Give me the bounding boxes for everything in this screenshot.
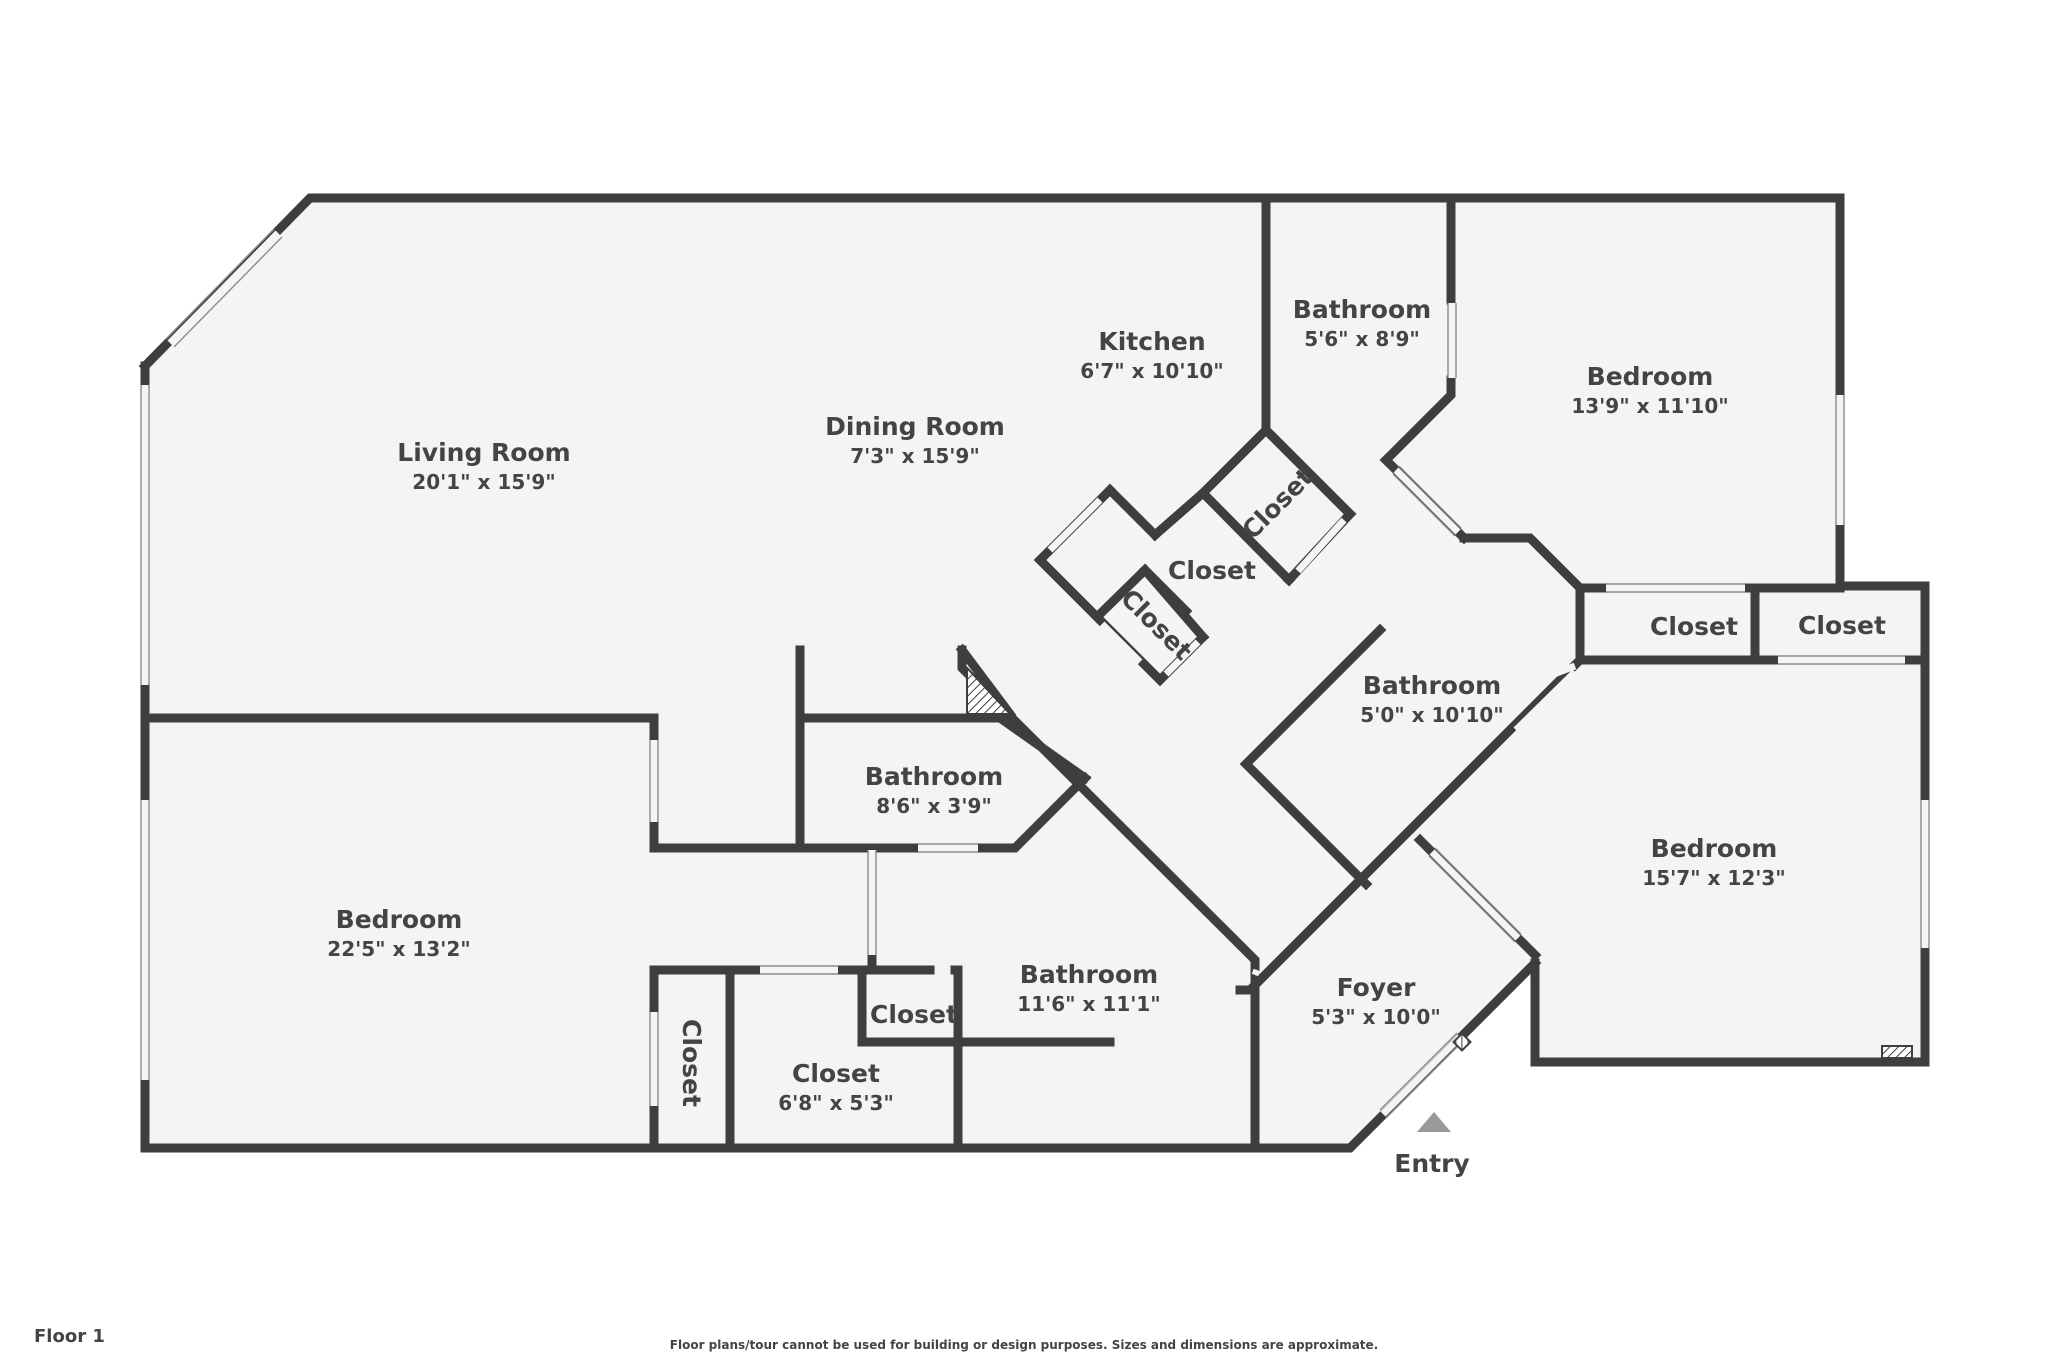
bedroom-left-dims: 22'5" x 13'2" (327, 937, 470, 961)
bathroom-top-name: Bathroom (1293, 295, 1431, 324)
bathroom-center-dims: 5'0" x 10'10" (1360, 703, 1503, 727)
closet-diag-middle: Closet (1168, 556, 1256, 585)
closet-small: Closet (870, 1000, 958, 1029)
closet-walk-in-name: Closet (792, 1059, 880, 1088)
bedroom-right-name: Bedroom (1651, 834, 1778, 863)
hatched-areas (966, 665, 1913, 1059)
dining-room-dims: 7'3" x 15'9" (850, 444, 980, 468)
bathroom-small-dims: 8'6" x 3'9" (876, 794, 992, 818)
bathroom-lower-dims: 11'6" x 11'1" (1017, 992, 1160, 1016)
entry-triangle-icon (1417, 1112, 1451, 1132)
bathroom-center-name: Bathroom (1363, 671, 1501, 700)
foyer-name: Foyer (1337, 973, 1416, 1002)
room-labels: Living Room 20'1" x 15'9" Dining Room 7'… (327, 295, 1886, 1115)
floor-label: Floor 1 (34, 1326, 105, 1347)
foyer-dims: 5'3" x 10'0" (1311, 1005, 1441, 1029)
floor-fill (145, 198, 1925, 1148)
bedroom-right-dims: 15'7" x 12'3" (1642, 866, 1785, 890)
bedroom-top-right-dims: 13'9" x 11'10" (1571, 394, 1728, 418)
entry-label: Entry (1394, 1149, 1469, 1178)
bathroom-lower-name: Bathroom (1020, 960, 1158, 989)
kitchen-name: Kitchen (1098, 327, 1205, 356)
entry-marker: Entry (1394, 1112, 1470, 1178)
disclaimer: Floor plans/tour cannot be used for buil… (669, 1338, 1379, 1352)
bathroom-top-dims: 5'6" x 8'9" (1304, 327, 1420, 351)
closet-walk-in-dims: 6'8" x 5'3" (778, 1091, 894, 1115)
windows (140, 228, 1930, 1119)
closet-vertical: Closet (677, 1019, 706, 1107)
bedroom-left-name: Bedroom (336, 905, 463, 934)
bathroom-small-name: Bathroom (865, 762, 1003, 791)
dining-room-name: Dining Room (825, 412, 1005, 441)
interior-walls (140, 193, 1930, 1153)
door-openings (649, 303, 1905, 1106)
kitchen-dims: 6'7" x 10'10" (1080, 359, 1223, 383)
bedroom-top-right-name: Bedroom (1587, 362, 1714, 391)
living-room-name: Living Room (397, 438, 570, 467)
closet-right-1: Closet (1650, 612, 1738, 641)
living-room-dims: 20'1" x 15'9" (412, 470, 555, 494)
closet-right-2: Closet (1798, 611, 1886, 640)
